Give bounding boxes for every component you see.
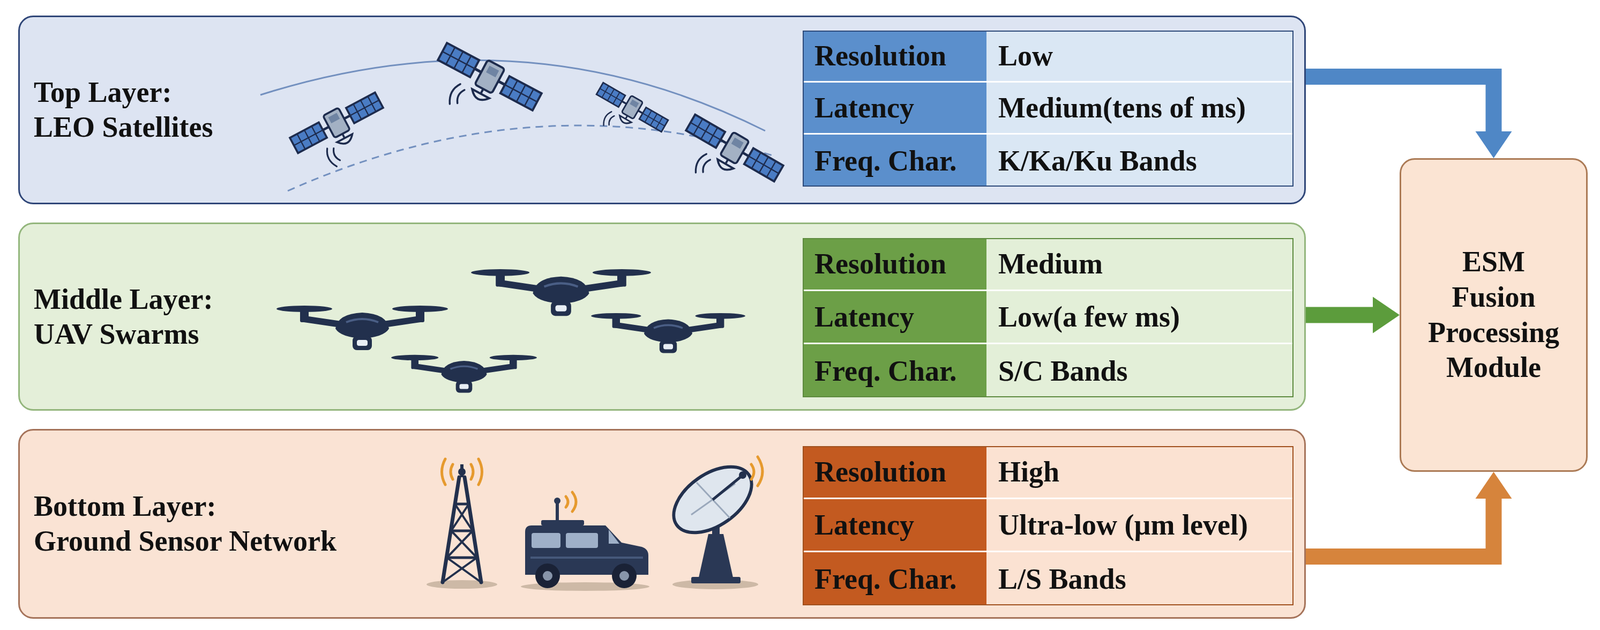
layer-heading: Middle Layer: <box>33 281 213 317</box>
arrow-shaft <box>1305 307 1374 324</box>
radar-dish-part <box>661 453 764 547</box>
command-vehicle-part <box>535 563 560 588</box>
table-key-cell: Resolution <box>802 445 987 499</box>
satellite <box>288 88 398 180</box>
layer-heading: Bottom Layer: <box>33 488 337 524</box>
arrow-shaft <box>1305 497 1494 557</box>
radio-tower-part <box>426 579 498 589</box>
command-vehicle-part <box>555 502 559 520</box>
table-value-cell: High <box>986 445 1294 499</box>
command-vehicle-part <box>608 529 620 544</box>
arrow-head <box>1475 471 1513 499</box>
command-vehicle-part <box>611 563 637 588</box>
layer-heading: Top Layer: <box>33 75 214 110</box>
drone <box>391 354 537 393</box>
table-frame <box>802 237 1294 398</box>
radio-tower-part <box>442 476 482 582</box>
radar-dish <box>661 453 764 589</box>
radar-dish-part <box>751 456 763 486</box>
radar-dish-part <box>691 482 736 518</box>
radar-dish-part <box>691 576 741 583</box>
radio-tower-part <box>442 503 482 582</box>
command-vehicle-part <box>541 519 585 526</box>
radar-dish-part <box>738 470 747 479</box>
command-vehicle-part <box>554 497 561 504</box>
command-vehicle <box>520 491 650 591</box>
arrow-head <box>1372 296 1400 334</box>
command-vehicle-part <box>619 570 630 581</box>
radio-tower-part <box>442 458 483 485</box>
satellite <box>422 39 544 140</box>
table-value-cell: S/C Bands <box>986 344 1294 398</box>
command-vehicle-part <box>525 525 649 575</box>
heading-group: Middle Layer:UAV Swarms <box>33 281 213 352</box>
table-value-cell: Ultra-low (µm level) <box>986 498 1294 552</box>
layer-heading: UAV Swarms <box>33 316 213 352</box>
radio-tower <box>426 458 498 589</box>
flow-arrow <box>1305 76 1513 159</box>
table-value-cell: Medium <box>986 237 1294 291</box>
table-key-cell: Latency <box>802 290 987 345</box>
table-key-cell: Freq. Char. <box>802 551 987 605</box>
layer-heading: Ground Sensor Network <box>33 523 337 559</box>
table-frame <box>802 445 1294 605</box>
satellites <box>288 39 786 209</box>
radar-dish-part <box>672 579 759 589</box>
table-key-cell: Resolution <box>802 30 987 83</box>
table-value-cell: Medium(tens of ms) <box>986 82 1294 135</box>
orbit-lines <box>260 60 776 191</box>
radar-dish-part <box>712 475 742 500</box>
table-frame <box>802 30 1294 187</box>
satellite <box>584 79 670 152</box>
radar-dish-part <box>712 514 720 534</box>
orbit-lines-part <box>260 60 766 131</box>
table-key-cell: Latency <box>802 498 987 552</box>
layer-heading: LEO Satellites <box>33 109 214 145</box>
radar-dish-part <box>697 533 735 582</box>
drone <box>276 305 448 350</box>
command-vehicle-part <box>520 581 650 591</box>
arrow-head <box>1475 131 1513 159</box>
drone <box>591 312 746 354</box>
command-vehicle-part <box>531 532 561 548</box>
drone <box>470 268 652 316</box>
radio-tower-part <box>460 464 464 477</box>
fusion-module-box: ESM Fusion Processing Module <box>1399 158 1588 472</box>
radio-tower-part <box>446 503 477 558</box>
table-key-cell: Freq. Char. <box>802 134 987 187</box>
command-vehicle-part <box>565 491 577 512</box>
radio-tower-part <box>458 467 466 476</box>
command-vehicle-part <box>565 532 598 548</box>
table-key-cell: Latency <box>802 82 987 135</box>
arrow-shaft <box>1305 76 1494 133</box>
table-value-cell: Low <box>986 30 1294 83</box>
heading-group: Top Layer:LEO Satellites <box>33 75 214 145</box>
drones <box>276 268 746 393</box>
orbit-lines-part <box>287 125 776 191</box>
table-value-cell: L/S Bands <box>986 551 1294 605</box>
table-key-cell: Resolution <box>802 237 987 291</box>
table-key-cell: Freq. Char. <box>802 344 987 398</box>
table-value-cell: Low(a few ms) <box>986 290 1294 345</box>
satellite <box>670 110 786 209</box>
command-vehicle-part <box>530 556 644 559</box>
table-value-cell: K/Ka/Ku Bands <box>986 134 1294 187</box>
flow-arrow <box>1305 296 1400 334</box>
module-label: ESM Fusion Processing Module <box>1427 244 1560 386</box>
flow-arrow <box>1305 471 1513 557</box>
command-vehicle-part <box>542 570 553 581</box>
heading-group: Bottom Layer:Ground Sensor Network <box>33 488 337 559</box>
label-group: ESM Fusion Processing Module <box>1427 244 1560 386</box>
